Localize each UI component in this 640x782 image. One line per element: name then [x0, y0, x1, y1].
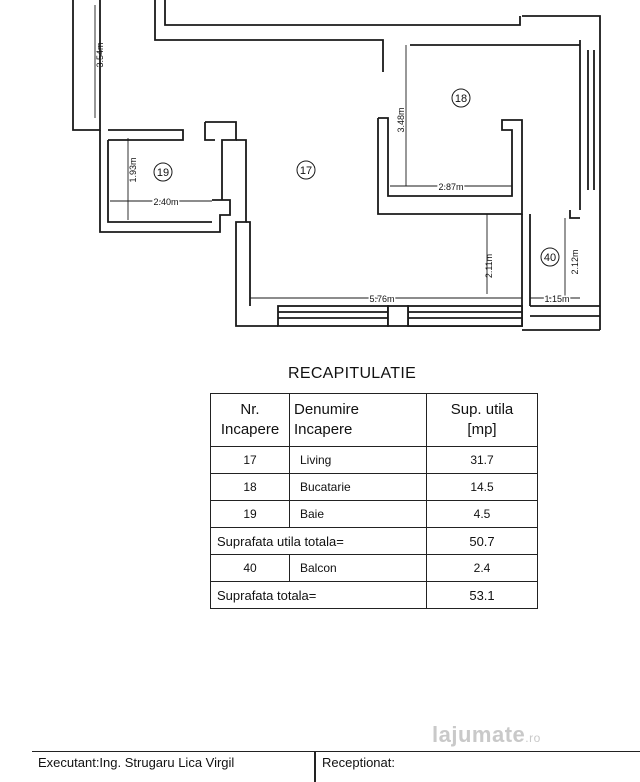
dim-label: 5.76m	[369, 294, 394, 304]
room-number-40: 40	[544, 252, 556, 264]
divider	[314, 752, 316, 782]
total-row: Suprafata totala= 53.1	[210, 581, 538, 609]
dim-label: 3.48m	[396, 107, 406, 132]
wall	[154, 0, 384, 72]
wall	[72, 0, 101, 131]
wall	[204, 122, 215, 141]
table-header-row: Nr. Incapere Denumire Incapere Sup. util…	[210, 393, 538, 447]
floor-plan: 18 17 19 40 3.54m 3.48m 1.93m 2.40m 2.87…	[72, 0, 601, 331]
header-denumire: Denumire Incapere	[289, 393, 427, 447]
wall	[522, 15, 601, 330]
wall	[235, 139, 278, 327]
dim-label: 2.40m	[153, 197, 178, 207]
room-badge	[296, 160, 316, 180]
executant-label: Executant:Ing. Strugaru Lica Virgil	[38, 755, 235, 770]
watermark-logo: lajumate.ro	[432, 722, 541, 747]
recap-title: RECAPITULATIE	[288, 365, 417, 382]
header-nr: Nr. Incapere	[210, 393, 290, 447]
room-number-17: 17	[300, 165, 312, 177]
table-row: 18 Bucatarie 14.5	[210, 473, 538, 501]
dim-label: 1.15m	[544, 294, 569, 304]
dim-label: 2.87m	[438, 182, 463, 192]
wall	[107, 140, 212, 223]
window	[407, 305, 523, 327]
window	[277, 305, 389, 327]
dim-label: 1.93m	[128, 157, 138, 182]
dim-label: 2.12m	[570, 249, 580, 274]
wall	[164, 0, 521, 26]
receptionat-label: Receptionat:	[322, 755, 395, 770]
dim-label: 3.54m	[95, 42, 105, 67]
subtotal-row: Suprafata utila totala= 50.7	[210, 527, 538, 555]
wall	[205, 121, 237, 200]
header-sup: Sup. utila [mp]	[426, 393, 538, 447]
room-number-19: 19	[157, 167, 169, 179]
wall-pier	[387, 305, 409, 327]
table-row: 40 Balcon 2.4	[210, 554, 538, 582]
wall	[377, 117, 523, 215]
table-row: 17 Living 31.7	[210, 446, 538, 474]
wall	[246, 221, 251, 306]
recap-table: Nr. Incapere Denumire Incapere Sup. util…	[210, 393, 538, 609]
room-badge	[153, 162, 173, 182]
room-badge	[451, 88, 471, 108]
room-badge	[540, 247, 560, 267]
wall	[99, 130, 231, 233]
wall	[569, 210, 580, 219]
room-number-18: 18	[455, 93, 467, 105]
footer-stamp: Executant:Ing. Strugaru Lica Virgil Rece…	[32, 751, 640, 782]
table-row: 19 Baie 4.5	[210, 500, 538, 528]
wall	[108, 129, 184, 141]
dim-label: 2.11m	[484, 254, 494, 278]
